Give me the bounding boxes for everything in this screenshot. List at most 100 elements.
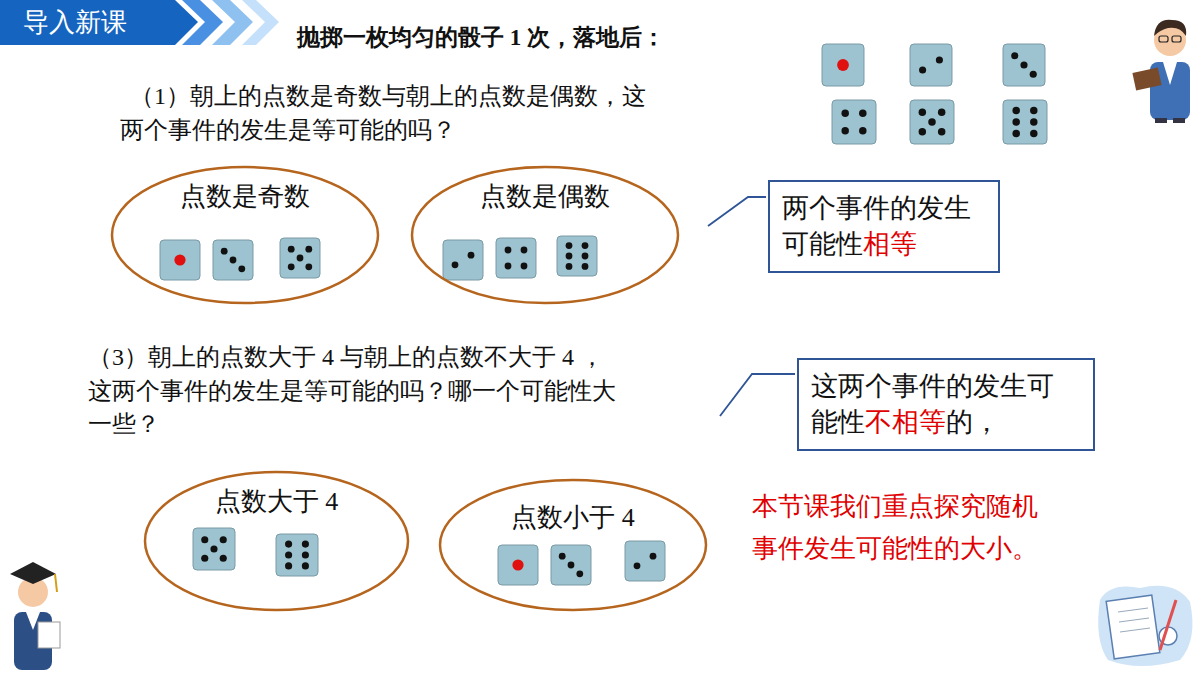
node-title: 点数是偶数	[480, 182, 610, 211]
die-pip	[582, 263, 589, 270]
event-ellipse: 点数是偶数	[410, 165, 680, 305]
die-pip	[288, 246, 295, 253]
die-face	[193, 528, 235, 570]
event-ellipse: 点数小于 4	[438, 478, 708, 612]
die-pip	[928, 118, 935, 125]
text-holder: 点数小于 4	[438, 500, 708, 535]
die-pip	[1012, 130, 1019, 137]
text-holder: 这两个事件的发生可能性不相等的，	[811, 368, 1073, 441]
question-text: （1）朝上的点数是奇数与朝上的点数是偶数，这两个事件的发生是等可能的吗？	[120, 80, 665, 147]
header-chevron	[182, 0, 223, 45]
leader-line	[708, 197, 766, 226]
die-pip	[566, 242, 573, 249]
die-pip	[238, 265, 245, 272]
node-title: 点数是奇数	[180, 182, 310, 211]
die-pip	[1011, 52, 1018, 59]
die-pip	[468, 252, 475, 259]
die-pip	[201, 555, 208, 562]
die-pip	[505, 263, 512, 270]
die-face	[910, 44, 952, 86]
die-face	[276, 534, 318, 576]
node-title: 导入新课	[23, 8, 127, 37]
die-pip	[220, 536, 227, 543]
die-face	[280, 238, 320, 278]
die-pip	[634, 562, 641, 569]
die-pip	[1012, 118, 1019, 125]
teacher-figure	[1132, 20, 1190, 123]
die-pip	[220, 555, 227, 562]
ellipse-stroke	[112, 167, 378, 303]
die-pip	[210, 545, 217, 552]
conclusion-box: 两个事件的发生可能性相等	[768, 180, 1000, 273]
box-text-run: 不相等	[865, 407, 946, 437]
die-pip	[936, 56, 943, 63]
die-pip	[302, 551, 309, 558]
die-pip	[285, 551, 292, 558]
die-face	[551, 545, 591, 585]
box-text-run: 相等	[863, 229, 917, 259]
text-holder: 点数是偶数	[410, 179, 680, 214]
die-face	[822, 44, 864, 86]
event-ellipse: 点数是奇数	[110, 165, 380, 305]
die-pip	[919, 128, 926, 135]
die-pip	[1030, 71, 1037, 78]
node-title: 点数小于 4	[511, 503, 635, 532]
box-text-run: 的，	[946, 407, 1000, 437]
die-pip	[201, 536, 208, 543]
die-pip	[305, 246, 312, 253]
question-text: （3）朝上的点数大于 4 与朝上的点数不大于 4 ，这两个事件的发生是等可能的吗…	[88, 341, 618, 442]
node-title: 点数大于 4	[215, 487, 339, 516]
die-face	[625, 541, 665, 581]
ellipse-stroke	[412, 167, 678, 303]
header-band: 导入新课	[0, 0, 150, 45]
die-face	[498, 545, 538, 585]
die-pip	[919, 66, 926, 73]
die-pip	[302, 541, 309, 548]
die-face	[910, 100, 954, 144]
die-pip	[582, 242, 589, 249]
die-pip	[559, 553, 566, 560]
die-pip	[1030, 118, 1037, 125]
die-pip	[297, 255, 304, 262]
die-pip	[305, 263, 312, 270]
die-pip	[837, 59, 849, 71]
die-pip	[841, 127, 848, 134]
die-pip	[288, 263, 295, 270]
die-pip	[859, 109, 866, 116]
die-face	[496, 238, 536, 278]
text-holder: 两个事件的发生可能性相等	[782, 190, 980, 263]
die-pip	[285, 562, 292, 569]
die-pip	[919, 109, 926, 116]
die-face	[832, 100, 876, 144]
die-face	[160, 240, 200, 280]
die-pip	[576, 570, 583, 577]
die-pip	[221, 248, 228, 255]
die-face	[213, 240, 253, 280]
die-pip	[650, 553, 657, 560]
die-pip	[566, 263, 573, 270]
die-pip	[512, 559, 523, 570]
intro-text: 抛掷一枚均匀的骰子 1 次，落地后：	[297, 22, 817, 54]
ellipse-stroke	[440, 480, 706, 610]
die-pip	[841, 109, 848, 116]
die-pip	[566, 253, 573, 260]
die-pip	[859, 127, 866, 134]
die-pip	[1012, 107, 1019, 114]
die-face	[1003, 100, 1047, 144]
student-figure	[10, 562, 60, 670]
die-pip	[938, 109, 945, 116]
die-pip	[1030, 107, 1037, 114]
die-pip	[505, 247, 512, 254]
ellipse-outline	[438, 478, 708, 612]
conclusion-box: 这两个事件的发生可能性不相等的，	[797, 358, 1095, 451]
die-face	[557, 236, 597, 276]
die-face	[443, 240, 483, 280]
die-pip	[568, 562, 575, 569]
text-holder: 点数大于 4	[143, 484, 410, 519]
leader-line	[720, 374, 795, 416]
die-pip	[452, 261, 459, 268]
die-pip	[302, 562, 309, 569]
header-chevron	[242, 0, 279, 45]
die-pip	[1030, 130, 1037, 137]
die-pip	[521, 247, 528, 254]
